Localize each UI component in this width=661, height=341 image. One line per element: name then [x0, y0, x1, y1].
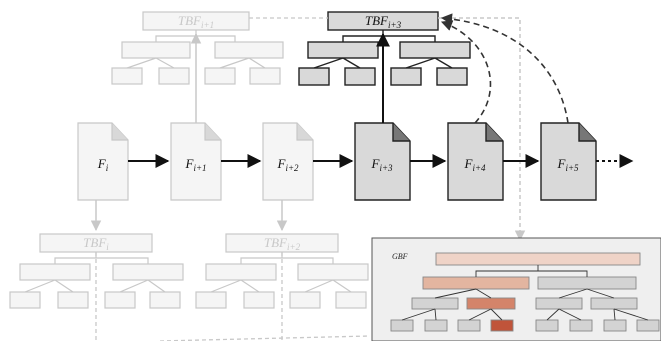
file-fi1: [170, 122, 222, 201]
gbf-node: [411, 297, 459, 310]
tree-node: [205, 263, 277, 281]
gbf-leaf: [390, 319, 414, 332]
file-fi5: [540, 122, 597, 201]
tree-leaf: [390, 67, 422, 86]
tree-tbf-i2: [195, 233, 369, 309]
file-fi: [77, 122, 129, 201]
file-fi4: [447, 122, 504, 201]
gbf-leaf: [603, 319, 627, 332]
tree-node: [121, 41, 191, 59]
file-fi2: [262, 122, 314, 201]
tree-leaf: [344, 67, 376, 86]
tbf-label-i1: TBFi+1: [178, 13, 214, 30]
tree-leaf: [298, 67, 330, 86]
tree-leaf: [149, 291, 181, 309]
gbf-root-node: [435, 252, 641, 266]
gbf-leaf: [569, 319, 593, 332]
tree-leaf: [158, 67, 190, 85]
tree-node: [214, 41, 284, 59]
file-label-fi5: Fi+5: [556, 156, 579, 173]
tree-leaf: [9, 291, 41, 309]
file-label-fi: Fi: [97, 156, 109, 173]
gbf-node: [535, 297, 583, 310]
tree-leaf: [243, 291, 275, 309]
tree-node: [307, 41, 379, 59]
tree-leaf: [104, 291, 136, 309]
gbf-leaf: [636, 319, 660, 332]
tree-leaf: [249, 67, 281, 85]
file-label-fi3: Fi+3: [370, 156, 393, 173]
gbf-node: [537, 276, 637, 290]
gbf-leaf: [424, 319, 448, 332]
tree-node: [297, 263, 369, 281]
tree-tbf-i3: [298, 11, 471, 86]
gbf-node: [590, 297, 638, 310]
file-fi3: [354, 122, 411, 201]
tree-leaf: [436, 67, 468, 86]
tree-tbf-i1: [111, 11, 284, 85]
tree-node: [19, 263, 91, 281]
gbf-node-highlight: [466, 297, 516, 310]
gbf-label: GBF: [392, 252, 408, 261]
file-label-fi4: Fi+4: [463, 156, 486, 173]
tree-leaf: [195, 291, 227, 309]
tbf-label-i2: TBFi+2: [264, 235, 301, 252]
tbf-label-i3: TBFi+3: [365, 13, 402, 30]
tree-leaf: [335, 291, 367, 309]
tree-leaf: [204, 67, 236, 85]
tbf-label-i: TBFi: [83, 235, 109, 252]
tree-tbf-i: [9, 233, 184, 309]
file-label-fi2: Fi+2: [276, 156, 299, 173]
gbf-node-highlight: [422, 276, 530, 290]
tree-leaf: [289, 291, 321, 309]
dashed-curve-fi5: [440, 13, 569, 124]
gbf-panel: GBF: [371, 237, 661, 341]
tree-node: [399, 41, 471, 59]
tree-node: [112, 263, 184, 281]
file-label-fi1: Fi+1: [184, 156, 206, 173]
gbf-leaf: [457, 319, 481, 332]
gbf-leaf-highlight: [490, 319, 514, 332]
tree-leaf: [57, 291, 89, 309]
dashed-curve-fi4: [440, 20, 492, 124]
tree-leaf: [111, 67, 143, 85]
gbf-leaf: [535, 319, 559, 332]
dashed-link-bottom-horizontal: [159, 335, 371, 341]
file-row: Fi Fi+1 Fi+2 Fi+3 Fi+4 Fi+5: [77, 122, 634, 201]
